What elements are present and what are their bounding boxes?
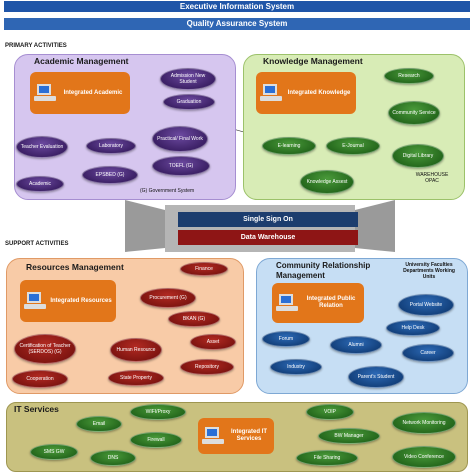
primary-activities-label: PRIMARY ACTIVITIES [5,43,67,49]
node-digital-library: Digital Library [392,144,444,168]
support-activities-label: SUPPORT ACTIVITIES [5,241,69,247]
single-sign-on-bar: Single Sign On [178,212,358,227]
node-career: Career [402,344,454,362]
node-research: Research [384,68,434,84]
node-knowledge-assest: Knowledge Assest [300,170,354,194]
node-certification-of-teacher: Certification of Teacher (SERDOS) (G) [14,334,76,364]
node-industry: Industry [270,359,322,375]
government-system-note: (G) Government System [140,188,195,194]
resources-management-title: Resources Management [26,262,124,272]
node-finance: Finance [180,262,228,276]
node-procurement: Procurement (G) [140,288,196,308]
node-e-journal: E-Journal [326,137,380,155]
node-dns: DNS [90,450,136,466]
computer-icon [260,84,282,102]
data-warehouse-bar: Data Warehouse [178,230,358,245]
it-services-title: IT Services [14,404,59,414]
node-alumni: Alumni [330,336,382,354]
node-help-desk: Help Desk [386,320,440,336]
integrated-it-services-core: Integrated IT Services [198,418,274,454]
node-file-sharing: File Sharing [296,450,358,466]
node-asset: Asset [190,334,236,350]
node-human-resource: Human Resource [110,338,162,362]
node-teacher-evaluation: Teacher Evaluation [16,136,68,158]
node-e-learning: E-learning [262,137,316,155]
node-academic: Academic [16,176,64,192]
node-state-property: State Property [108,370,164,386]
node-graduation: Graduation [163,94,215,110]
integrated-academic-core: Integrated Academic [30,72,130,114]
warehouse-opac-label: WAREHOUSE OPAC [415,172,449,184]
node-admission-new-student: Admission New Student [160,68,216,90]
university-units-label: University Faculties Departments Working… [403,262,455,280]
computer-icon [34,84,56,102]
node-bkan: BKAN (G) [168,311,220,327]
integrated-public-relation-core: Integrated Public Relation [272,283,364,323]
computer-icon [276,294,298,312]
node-toefl: TOEFL (G) [152,156,210,176]
computer-icon [24,292,46,310]
node-epsbed: EPSBED (G) [82,166,138,184]
node-practical-final-work: Practical/ Final Work [152,126,208,152]
computer-icon [202,427,224,445]
node-bw-manager: BW Manager [318,428,380,444]
node-sms-gw: SMS GW [30,444,78,460]
node-cooperation: Cooperation [12,370,68,388]
integrated-knowledge-label: Integrated Knowledge [287,89,351,96]
knowledge-management-title: Knowledge Management [263,56,363,66]
community-relationship-title: Community Relationship Management [276,261,371,280]
node-community-service: Community Service [388,101,440,125]
integrated-academic-label: Integrated Academic [63,89,123,96]
node-portal-website: Portal Website [398,294,454,316]
node-laboratory: Laboratory [86,138,136,154]
node-forum: Forum [262,331,310,347]
node-email: Email [76,416,122,432]
node-firewall: Firewall [130,432,182,448]
academic-management-title: Academic Management [34,56,129,66]
node-network-monitoring: Network Monitoring [392,412,456,434]
node-wifi-proxy: WIFI/Proxy [130,404,186,420]
node-parents-student: Parent's Student [348,366,404,388]
integrated-public-relation-label: Integrated Public Relation [306,296,356,309]
node-video-conference: Video Conference [392,446,456,468]
node-voip: VOIP [306,404,354,420]
integrated-it-services-label: Integrated IT Services [230,429,267,442]
executive-information-system-bar: Executive Information System [4,1,470,12]
integrated-resources-label: Integrated Resources [50,297,112,304]
integrated-resources-core: Integrated Resources [20,280,116,322]
quality-assurance-system-bar: Quality Assurance System [4,18,470,30]
node-repository: Repository [180,359,234,375]
integrated-knowledge-core: Integrated Knowledge [256,72,356,114]
